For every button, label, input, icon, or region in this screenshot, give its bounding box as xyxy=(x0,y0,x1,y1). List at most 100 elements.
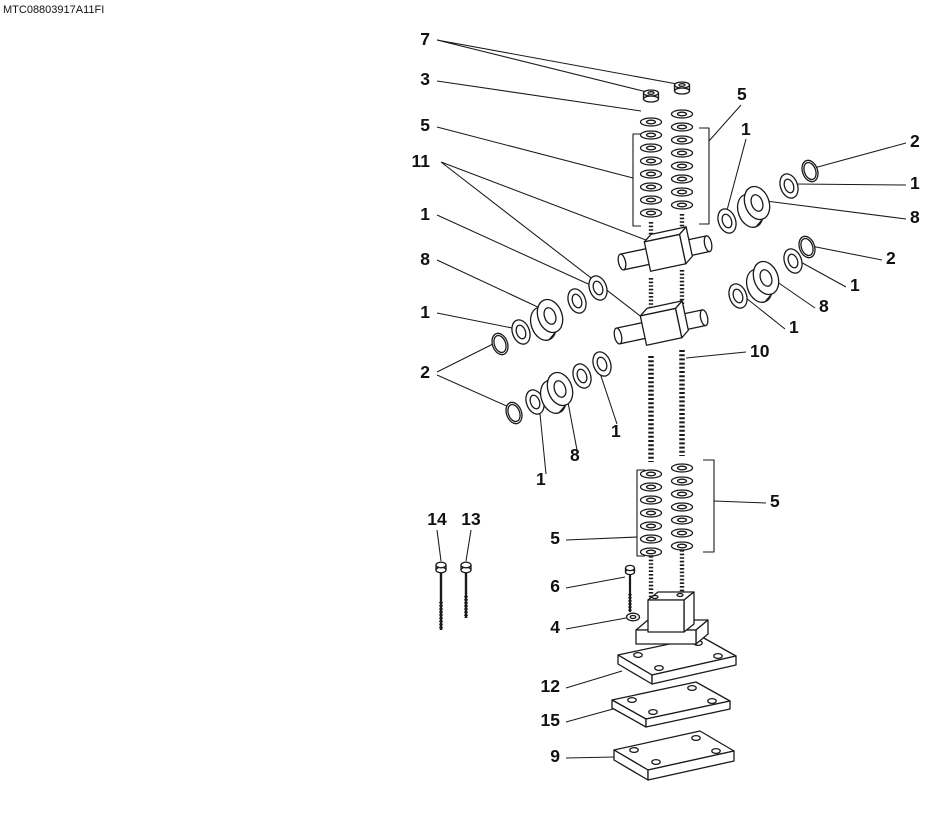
washer xyxy=(670,135,694,145)
stack-bracket-upper-left xyxy=(632,133,641,227)
stack-bracket-upper-right xyxy=(699,127,710,225)
bolt-13 xyxy=(460,561,472,618)
washer xyxy=(670,109,694,119)
callout-1-lower-left-washer: 1 xyxy=(611,421,621,441)
bolt-6 xyxy=(624,564,636,612)
callout-14: 14 xyxy=(427,509,447,529)
bearing-set-left-lower xyxy=(502,348,615,427)
ring xyxy=(508,316,534,348)
washer xyxy=(670,528,694,538)
bearing-set-right-lower xyxy=(725,233,819,312)
washer xyxy=(670,161,694,171)
washer xyxy=(670,187,694,197)
callout-12: 12 xyxy=(541,676,561,696)
ring xyxy=(776,170,802,202)
bearing xyxy=(523,295,570,345)
washer xyxy=(714,205,740,237)
washer xyxy=(670,200,694,210)
bearing-set-left-upper xyxy=(488,272,611,358)
snap-ring xyxy=(502,399,526,427)
upper-washer-stack-left xyxy=(639,117,663,218)
lower-cross-link xyxy=(613,300,709,346)
washer xyxy=(670,515,694,525)
washer xyxy=(670,174,694,184)
callout-1-lower-left-ring: 1 xyxy=(536,469,546,489)
callout-1-right-upper-ring: 1 xyxy=(910,173,920,193)
base-plate-9 xyxy=(613,730,735,781)
figure xyxy=(435,39,907,781)
washer xyxy=(639,117,663,127)
washer xyxy=(639,156,663,166)
washer xyxy=(639,130,663,140)
washer xyxy=(670,502,694,512)
lower-washer-stack-left xyxy=(639,469,663,557)
callout-1-right-lower-washer: 1 xyxy=(789,317,799,337)
stack-bracket-lower-left xyxy=(636,469,645,557)
callout-2-right-lower: 2 xyxy=(886,248,896,268)
clamp-block xyxy=(647,591,695,633)
callout-10: 10 xyxy=(750,341,770,361)
callout-labels: 7 3 5 11 1 8 1 2 5 1 2 1 8 2 1 8 1 10 1 … xyxy=(412,29,921,766)
washer xyxy=(670,122,694,132)
snap-ring xyxy=(798,157,822,185)
washer xyxy=(639,547,663,557)
callout-5-lower-right: 5 xyxy=(770,491,780,511)
callout-11: 11 xyxy=(412,151,431,171)
upper-washer-stack-right xyxy=(670,109,694,210)
washer xyxy=(639,469,663,479)
callout-6: 6 xyxy=(550,576,560,596)
washer xyxy=(670,489,694,499)
callout-2-left-snaps: 2 xyxy=(420,362,430,382)
washer xyxy=(670,148,694,158)
callout-1-left-ring: 1 xyxy=(420,302,430,322)
washer xyxy=(639,521,663,531)
washer xyxy=(589,348,615,380)
callout-5-lower-left: 5 xyxy=(550,528,560,548)
callout-15: 15 xyxy=(541,710,561,730)
washer xyxy=(585,272,611,304)
hex-nut xyxy=(673,81,691,95)
drawing-code: MTC08803917A11FI xyxy=(3,4,104,16)
washer-4 xyxy=(625,612,641,622)
callout-1-left-washer: 1 xyxy=(420,204,430,224)
washer xyxy=(639,482,663,492)
callout-5-upper-right: 5 xyxy=(737,84,747,104)
stack-bracket-lower-right xyxy=(703,459,715,553)
washer xyxy=(670,476,694,486)
washer xyxy=(639,495,663,505)
washer xyxy=(639,195,663,205)
washer xyxy=(639,169,663,179)
callout-8-right-upper: 8 xyxy=(910,207,920,227)
callout-8-left-bearing: 8 xyxy=(420,249,430,269)
shim-plate-15 xyxy=(611,681,731,728)
callout-5-upper-left: 5 xyxy=(420,115,430,135)
callout-3: 3 xyxy=(420,69,430,89)
bearing xyxy=(730,182,777,232)
washer xyxy=(639,208,663,218)
washer xyxy=(639,534,663,544)
callout-13: 13 xyxy=(461,509,481,529)
callout-7: 7 xyxy=(420,29,430,49)
callout-9: 9 xyxy=(550,746,560,766)
callout-4: 4 xyxy=(550,617,560,637)
lower-washer-stack-right xyxy=(670,463,694,551)
ring xyxy=(569,360,595,392)
leader-lines xyxy=(436,39,907,759)
washer xyxy=(670,463,694,473)
callout-8-lower-left: 8 xyxy=(570,445,580,465)
base-plate-12 xyxy=(617,636,737,685)
ring xyxy=(564,285,590,317)
callout-1-right-lower-ring: 1 xyxy=(850,275,860,295)
washer xyxy=(639,143,663,153)
snap-ring xyxy=(488,330,512,358)
callout-1-right-upper-washer: 1 xyxy=(741,119,751,139)
hex-nut xyxy=(642,89,660,103)
hex-nuts xyxy=(642,81,691,103)
callout-8-right-lower: 8 xyxy=(819,296,829,316)
washer xyxy=(670,541,694,551)
washer xyxy=(639,182,663,192)
bolt-14 xyxy=(435,561,447,630)
upper-cross-link xyxy=(617,226,713,272)
